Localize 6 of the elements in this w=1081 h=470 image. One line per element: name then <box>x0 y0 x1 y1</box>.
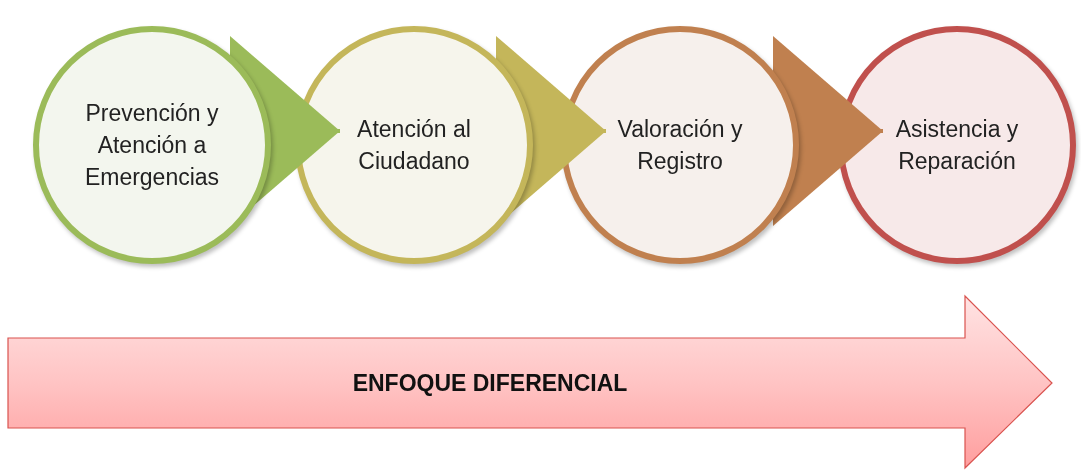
pointer-arrow <box>773 36 883 226</box>
step-label: Valoración y Registro <box>616 114 744 176</box>
step-label: Asistencia y Reparación <box>894 114 1020 176</box>
step-label: Atención al Ciudadano <box>356 114 472 176</box>
band-label: ENFOQUE DIFERENCIAL <box>351 370 629 397</box>
step-label: Prevención y Atención a Emergencias <box>83 98 221 193</box>
